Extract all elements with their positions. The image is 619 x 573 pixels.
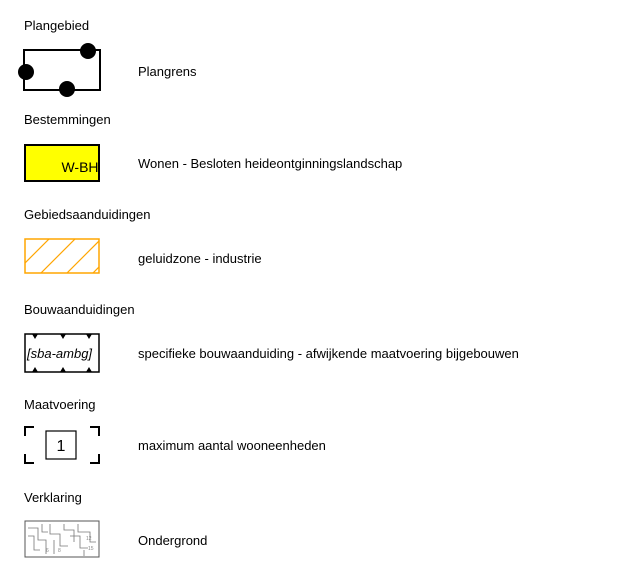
- section-heading-verklaring: Verklaring: [24, 490, 82, 505]
- cadastral-map-icon: 12 15 6 8: [24, 520, 100, 558]
- section-heading-gebiedsaanduidingen: Gebiedsaanduidingen: [24, 207, 151, 222]
- legend-label-bouwaanduiding: specifieke bouwaanduiding - afwijkende m…: [138, 346, 519, 361]
- legend-label-ondergrond: Ondergrond: [138, 533, 208, 548]
- legend-label-wonen: Wonen - Besloten heideontginningslandsch…: [138, 156, 403, 171]
- dimension-value: 1: [57, 438, 66, 455]
- svg-text:12: 12: [86, 536, 92, 542]
- section-heading-bestemmingen: Bestemmingen: [24, 112, 111, 127]
- plan-boundary-icon: [18, 43, 101, 97]
- zoning-code: W-BH: [61, 159, 98, 175]
- zoning-area-icon: W-BH: [24, 144, 100, 182]
- legend-label-wooneenheden: maximum aantal wooneenheden: [138, 438, 326, 453]
- hatched-area-icon: [24, 238, 100, 274]
- dimension-box-icon: 1: [24, 426, 100, 464]
- building-designation-code: [sba-ambg]: [26, 346, 92, 361]
- svg-text:8: 8: [58, 548, 61, 554]
- section-heading-maatvoering: Maatvoering: [24, 397, 96, 412]
- building-designation-icon: [sba-ambg]: [24, 333, 100, 373]
- legend-label-geluidzone: geluidzone - industrie: [138, 251, 262, 266]
- legend-label-plangrens: Plangrens: [138, 64, 197, 79]
- section-heading-bouwaanduidingen: Bouwaanduidingen: [24, 302, 135, 317]
- svg-text:6: 6: [46, 548, 49, 554]
- section-heading-plangebied: Plangebied: [24, 18, 90, 33]
- svg-text:15: 15: [88, 546, 94, 552]
